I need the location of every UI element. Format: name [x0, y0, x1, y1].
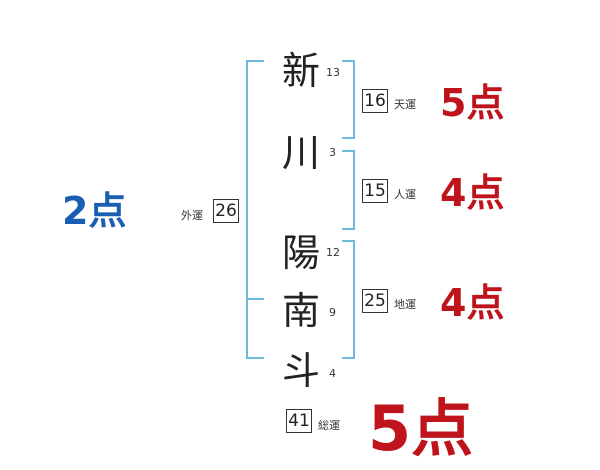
chi-bracket-top: [342, 240, 355, 242]
jin-bracket-vertical: [353, 150, 355, 230]
jin-un-value: 15: [362, 179, 388, 203]
name-char-4: 南: [282, 289, 321, 333]
jin-bracket-top: [342, 150, 355, 152]
ten-un-score: 5点: [440, 81, 505, 125]
chi-un-label: 地運: [394, 298, 416, 311]
ten-un-value: 16: [362, 89, 388, 113]
ten-un-label: 天運: [394, 98, 416, 111]
ten-bracket-bottom: [342, 137, 355, 139]
stroke-count-5: 4: [329, 367, 336, 380]
stroke-count-2: 3: [329, 146, 336, 159]
gai-un-label: 外運: [181, 209, 203, 222]
gai-un-score: 2点: [62, 189, 127, 233]
outer-bracket-top: [246, 60, 264, 62]
outer-bracket-bottom: [246, 357, 264, 359]
outer-bracket-middle: [246, 298, 264, 300]
outer-bracket-vertical: [246, 60, 248, 359]
chi-un-value: 25: [362, 289, 388, 313]
chi-bracket-bottom: [342, 357, 355, 359]
jin-un-label: 人運: [394, 188, 416, 201]
chi-un-score: 4点: [440, 281, 505, 325]
stroke-count-3: 12: [326, 246, 340, 259]
stroke-count-4: 9: [329, 306, 336, 319]
jin-bracket-bottom: [342, 228, 355, 230]
chi-bracket-vertical: [353, 240, 355, 359]
name-char-2: 川: [282, 131, 321, 175]
ten-bracket-top: [342, 60, 355, 62]
gai-un-value: 26: [213, 199, 239, 223]
name-char-5: 斗: [282, 349, 321, 393]
name-char-3: 陽: [282, 231, 321, 275]
ten-bracket-vertical: [353, 60, 355, 139]
sou-un-score: 5点: [368, 392, 474, 465]
jin-un-score: 4点: [440, 171, 505, 215]
sou-un-value: 41: [286, 409, 312, 433]
stroke-count-1: 13: [326, 66, 340, 79]
sou-un-label: 総運: [318, 419, 340, 432]
name-char-1: 新: [282, 49, 321, 93]
